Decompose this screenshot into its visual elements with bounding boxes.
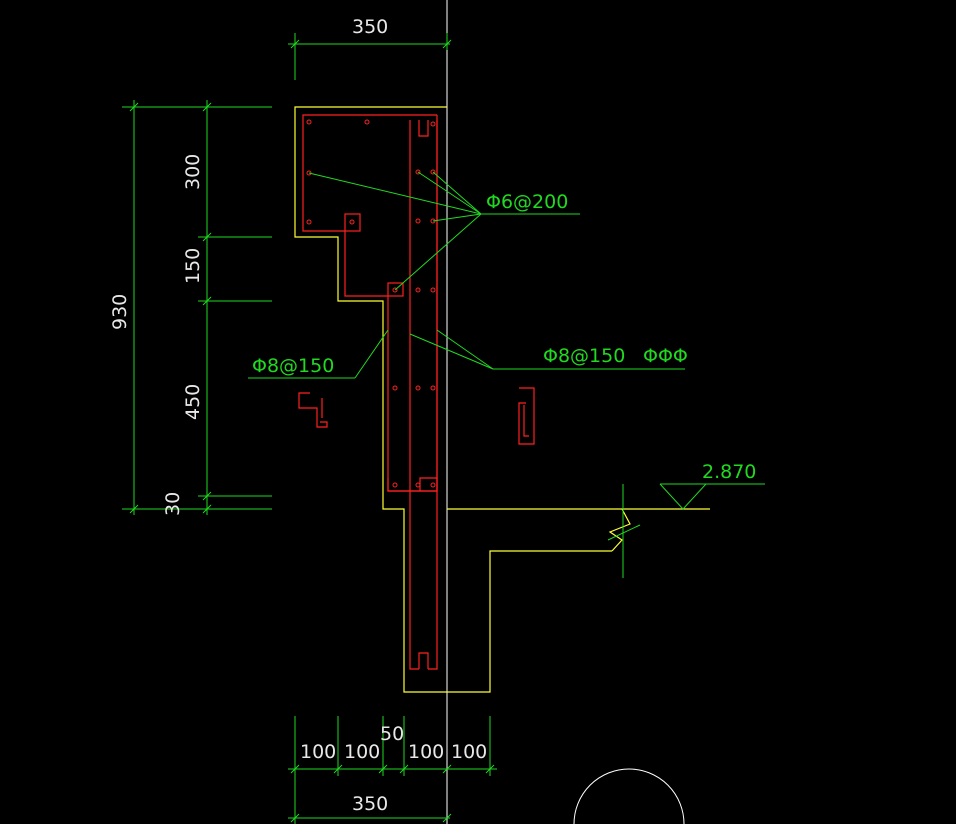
rebar-dot (430, 287, 436, 293)
dim-top-label: 350 (352, 16, 388, 38)
dim-left: 930 300 150 450 30 (109, 100, 272, 516)
dim-300-label: 300 (182, 154, 204, 190)
dim-bottom-50: 50 (380, 723, 404, 745)
dim-tick (290, 39, 300, 49)
leader-line (432, 213, 482, 222)
rebar-stirrup-top (344, 213, 361, 232)
rebar-dot (392, 385, 398, 391)
dim-bottom-100c: 100 (408, 741, 444, 763)
rebar-detail-right (518, 387, 535, 445)
rebar-detail-right-hook (523, 405, 529, 437)
rebar-label-right-extra: ΦΦΦ (643, 345, 688, 367)
rebar-dot (415, 482, 421, 488)
break-jag (607, 524, 641, 541)
rebar-hook-top (418, 120, 429, 137)
rebar-detail-left (298, 392, 328, 428)
dim-150-label: 150 (182, 248, 204, 284)
rebar-dot (349, 219, 355, 225)
dim-tick (129, 504, 139, 514)
rebar-cap (302, 114, 438, 492)
dim-tick (485, 764, 495, 774)
dim-30-label: 30 (162, 492, 184, 516)
dim-450-label: 450 (182, 384, 204, 420)
dim-tick (399, 764, 409, 774)
dim-bottom: 100 100 50 100 100 350 (288, 716, 497, 824)
leader-line (394, 213, 482, 291)
elevation-label: 2.870 (702, 461, 756, 483)
rebar-dot (430, 121, 436, 127)
rebar-stem-right (428, 120, 438, 670)
leader-line (436, 329, 494, 370)
leader-line (417, 171, 482, 215)
dim-tick (442, 39, 452, 49)
concrete-outline (294, 106, 612, 693)
rebar-dots (306, 119, 436, 488)
dim-tick (290, 764, 300, 774)
rebar-dot (415, 385, 421, 391)
dim-bottom-100b: 100 (344, 741, 380, 763)
dim-930-label: 930 (109, 294, 131, 330)
rebar-dot (430, 385, 436, 391)
break-line (608, 508, 631, 552)
dim-tick (202, 504, 212, 514)
leader-line (354, 329, 389, 379)
rebar-dot (430, 482, 436, 488)
dim-bottom-100d: 100 (451, 741, 487, 763)
dim-bottom-350: 350 (352, 793, 388, 815)
rebar-dot (306, 219, 312, 225)
rebar-dot (364, 119, 370, 125)
leader-lines (248, 171, 685, 379)
dim-tick (202, 102, 212, 112)
dim-tick (202, 296, 212, 306)
dim-tick (129, 102, 139, 112)
dim-bottom-100a: 100 (300, 741, 336, 763)
rebar-hook-bottom (418, 652, 429, 669)
dim-tick (378, 764, 388, 774)
rebar-label-left: Φ8@150 (252, 355, 334, 377)
elevation-triangle (659, 483, 708, 510)
leader-line (432, 171, 482, 215)
leader-line (409, 333, 494, 370)
rebar-dot (392, 287, 398, 293)
dim-tick (442, 813, 452, 823)
dim-tick (442, 764, 452, 774)
rebar-dot (392, 482, 398, 488)
rebar-stirrup-bottom (387, 477, 438, 492)
elevation-marker: 2.870 (659, 461, 765, 510)
rebar-stem-left (409, 120, 419, 670)
rebar-stirrup-mid (387, 282, 404, 297)
leader-line (308, 172, 482, 215)
partial-circle (573, 768, 685, 824)
dim-tick (290, 813, 300, 823)
rebar-label-top: Φ6@200 (486, 191, 568, 213)
dim-tick (333, 764, 343, 774)
rebar-dot (415, 287, 421, 293)
rebar-dot (415, 169, 421, 175)
rebar-label-right: Φ8@150 (543, 345, 625, 367)
rebar-dot (430, 169, 436, 175)
dim-top: 350 (288, 16, 452, 80)
rebar-dot (415, 218, 421, 224)
rebar-dot (306, 119, 312, 125)
dim-tick (202, 232, 212, 242)
dim-tick (202, 491, 212, 501)
